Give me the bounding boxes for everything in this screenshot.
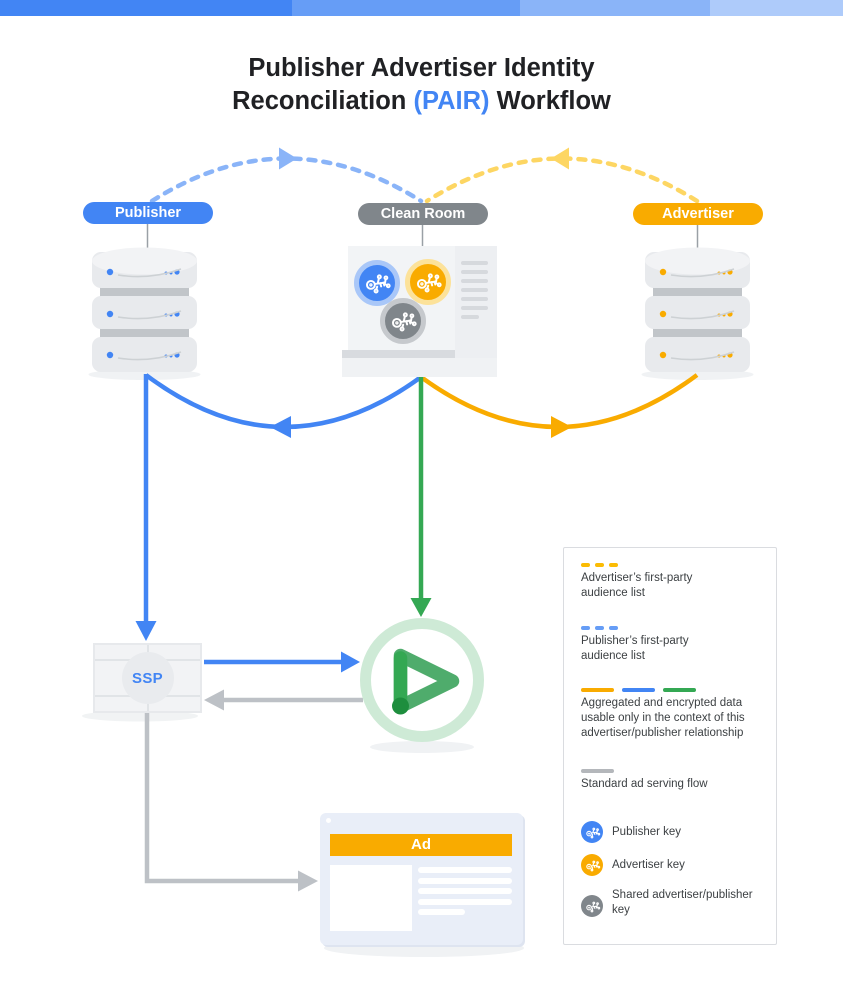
ad-player-play-icon xyxy=(360,618,484,742)
ad-banner: Ad xyxy=(330,834,512,856)
legend-panel: Advertiser’s first-party audience list P… xyxy=(563,547,777,945)
top-accent-bar xyxy=(0,0,843,16)
legend-swatch-solid-tricolor xyxy=(581,688,696,692)
ad-text-line xyxy=(418,867,512,873)
page-title: Publisher Advertiser Identity Reconcilia… xyxy=(0,52,843,118)
legend-text-publisher-key: Publisher key xyxy=(612,826,682,838)
ssp-circle: SSP xyxy=(121,652,174,704)
player-to-ssp-arrow xyxy=(204,689,363,711)
clean-room-machine-icon xyxy=(342,246,497,377)
ad-text-line xyxy=(418,888,512,894)
publisher-database-icon xyxy=(92,247,197,372)
publisher-to-ssp-arrow xyxy=(135,374,157,641)
ad-text-line xyxy=(418,877,512,884)
ad-image-placeholder xyxy=(330,865,412,931)
top-bar-segment-3 xyxy=(520,0,710,16)
machine-vents xyxy=(461,261,488,319)
ad-text-line xyxy=(418,898,512,905)
legend-text-advertiser-key: Advertiser key xyxy=(612,859,685,871)
top-bar-segment-2 xyxy=(292,0,520,16)
legend-swatch-solid-gray xyxy=(581,769,614,773)
advertiser-key-icon xyxy=(581,854,603,876)
ssp-to-player-arrow xyxy=(204,651,360,673)
top-bar-segment-1 xyxy=(0,0,292,16)
arrowhead-down-icon xyxy=(135,621,157,641)
arrowhead-down-icon xyxy=(410,598,432,617)
legend-text-publisher-audience: Publisher’s first-party audience list xyxy=(581,635,689,662)
advertiser-to-cleanroom-dashed-arrow xyxy=(424,147,700,204)
clean-room-pill: Clean Room xyxy=(358,203,488,225)
cleanroom-to-player-arrow xyxy=(410,377,432,617)
ssp-to-ad-window-arrow xyxy=(144,713,318,892)
window-control-dot-icon xyxy=(326,818,331,823)
publisher-to-cleanroom-dashed-arrow xyxy=(149,147,424,204)
shared-key-icon xyxy=(581,895,603,917)
ad-text-line xyxy=(418,909,465,915)
title-line-2: Reconciliation (PAIR) Workflow xyxy=(232,87,611,115)
advertiser-key-icon xyxy=(405,259,451,305)
publisher-key-icon xyxy=(581,821,603,843)
advertiser-pill: Advertiser xyxy=(633,203,763,225)
top-bar-segment-4 xyxy=(710,0,843,16)
publisher-pill: Publisher xyxy=(83,202,213,224)
ssp-box: SSP xyxy=(93,643,202,713)
ssp-label: SSP xyxy=(132,669,163,687)
legend-swatch-dashed-blue xyxy=(581,626,618,630)
arrowhead-right-icon xyxy=(279,147,297,170)
cleanroom-to-advertiser-arrow xyxy=(419,373,699,438)
arrowhead-left-icon xyxy=(204,689,224,711)
publisher-key-icon xyxy=(354,260,400,306)
legend-text-aggregated-data: Aggregated and encrypted data usable onl… xyxy=(581,697,745,739)
arrowhead-right-icon xyxy=(298,870,318,892)
title-highlight: (PAIR) xyxy=(413,87,490,115)
title-line-1: Publisher Advertiser Identity xyxy=(248,54,595,82)
arrowhead-left-icon xyxy=(270,416,291,438)
legend-text-advertiser-audience: Advertiser’s first-party audience list xyxy=(581,572,693,599)
ad-browser-window: Ad xyxy=(320,813,523,945)
arrowhead-right-icon xyxy=(341,651,360,673)
advertiser-database-icon xyxy=(645,247,750,372)
arrowhead-right-icon xyxy=(551,416,572,438)
pill-stems xyxy=(146,224,699,250)
legend-text-standard-flow: Standard ad serving flow xyxy=(581,778,708,790)
legend-swatch-dashed-yellow xyxy=(581,563,618,567)
arrowhead-left-icon xyxy=(551,147,569,170)
cleanroom-to-publisher-arrow xyxy=(144,373,423,438)
legend-text-shared-key: Shared advertiser/publisher key xyxy=(612,889,753,916)
shared-key-icon xyxy=(380,298,426,344)
